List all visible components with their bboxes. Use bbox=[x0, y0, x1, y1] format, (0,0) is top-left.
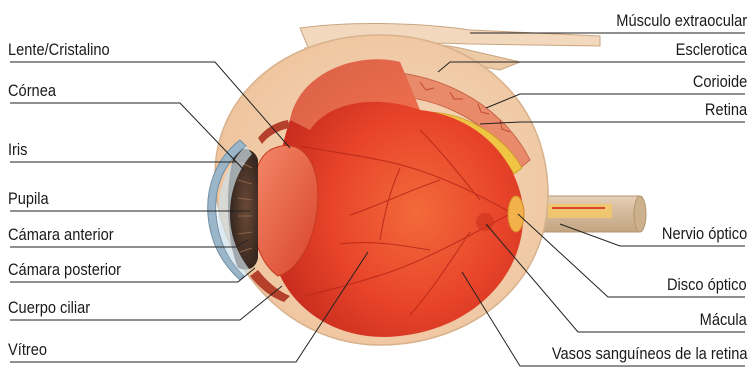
label-vitreo: Vítreo bbox=[8, 340, 47, 360]
optic-disc bbox=[508, 196, 524, 232]
label-iris: Iris bbox=[8, 140, 27, 160]
optic-nerve-core bbox=[548, 204, 612, 218]
label-esclerotica: Esclerotica bbox=[675, 40, 747, 60]
label-cuerpo-ciliar: Cuerpo ciliar bbox=[8, 298, 90, 318]
label-lente-cristalino: Lente/Cristalino bbox=[8, 40, 110, 60]
label-retina: Retina bbox=[705, 100, 747, 120]
label-disco-optico: Disco óptico bbox=[667, 275, 747, 295]
macula bbox=[476, 213, 494, 231]
label-musculo-extraocular: Músculo extraocular bbox=[616, 11, 747, 31]
label-cornea: Córnea bbox=[8, 81, 56, 101]
label-macula: Mácula bbox=[700, 310, 747, 330]
label-corioide: Corioide bbox=[693, 72, 747, 92]
label-camara-anterior: Cámara anterior bbox=[8, 225, 114, 245]
label-pupila: Pupila bbox=[8, 189, 49, 209]
label-vasos-sanguineos: Vasos sanguíneos de la retina bbox=[551, 344, 747, 364]
label-nervio-optico: Nervio óptico bbox=[662, 224, 747, 244]
label-camara-posterior: Cámara posterior bbox=[8, 260, 121, 280]
